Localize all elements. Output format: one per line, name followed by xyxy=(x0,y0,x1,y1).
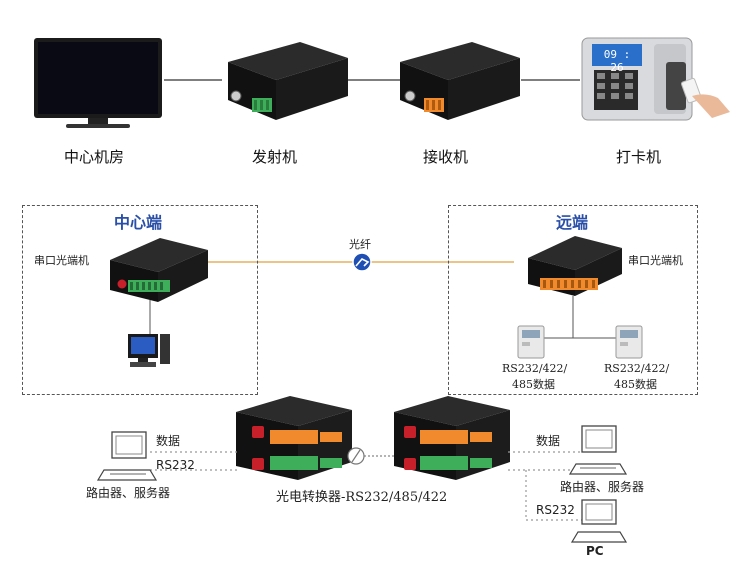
label-transmitter: 发射机 xyxy=(252,148,298,166)
pc-label: PC xyxy=(586,544,604,558)
remote-end-title: 远端 xyxy=(556,213,589,232)
desktop-pc-icon xyxy=(128,334,170,367)
left-rs232-label: RS232 xyxy=(156,458,195,472)
left-converter-icon xyxy=(236,396,352,480)
meter-right-label-1: RS232/422/ xyxy=(604,362,670,375)
remote-serial-optical-device-icon xyxy=(528,236,622,296)
left-computer-icon xyxy=(96,431,158,481)
meter-left-icon xyxy=(517,325,545,359)
receiver-device-icon xyxy=(400,42,520,120)
center-device-label: 串口光端机 xyxy=(34,254,89,267)
left-data-label: 数据 xyxy=(156,434,181,448)
center-serial-optical-device-icon xyxy=(110,238,208,302)
remote-device-label: 串口光端机 xyxy=(628,254,683,267)
meter-right-icon xyxy=(615,325,643,359)
meter-left-label-2: 485数据 xyxy=(512,378,555,391)
label-center-room: 中心机房 xyxy=(64,148,125,166)
converter-caption: 光电转换器-RS232/485/422 xyxy=(276,490,448,505)
meter-left-label-1: RS232/422/ xyxy=(502,362,568,375)
right-data-label: 数据 xyxy=(536,434,561,448)
right-computer-icon xyxy=(568,425,628,475)
center-end-box xyxy=(22,205,258,395)
fiber-icon xyxy=(352,252,372,272)
time-clock-icon xyxy=(581,37,730,121)
transmitter-device-icon xyxy=(228,42,348,120)
right-converter-icon xyxy=(394,396,510,480)
clock-display: 09 : 26 xyxy=(603,48,631,74)
left-device-caption: 路由器、服务器 xyxy=(86,486,171,500)
right-rs232-label: RS232 xyxy=(536,503,575,517)
remote-end-box xyxy=(448,205,698,395)
bottom-fiber-icon xyxy=(347,447,365,465)
center-end-title: 中心端 xyxy=(114,213,163,232)
fiber-label: 光纤 xyxy=(349,238,371,251)
meter-right-label-2: 485数据 xyxy=(614,378,657,391)
monitor-icon xyxy=(34,38,162,128)
label-time-clock: 打卡机 xyxy=(616,148,662,166)
right-device-caption: 路由器、服务器 xyxy=(560,480,645,494)
label-receiver: 接收机 xyxy=(423,148,469,166)
pc-computer-icon xyxy=(570,499,628,543)
